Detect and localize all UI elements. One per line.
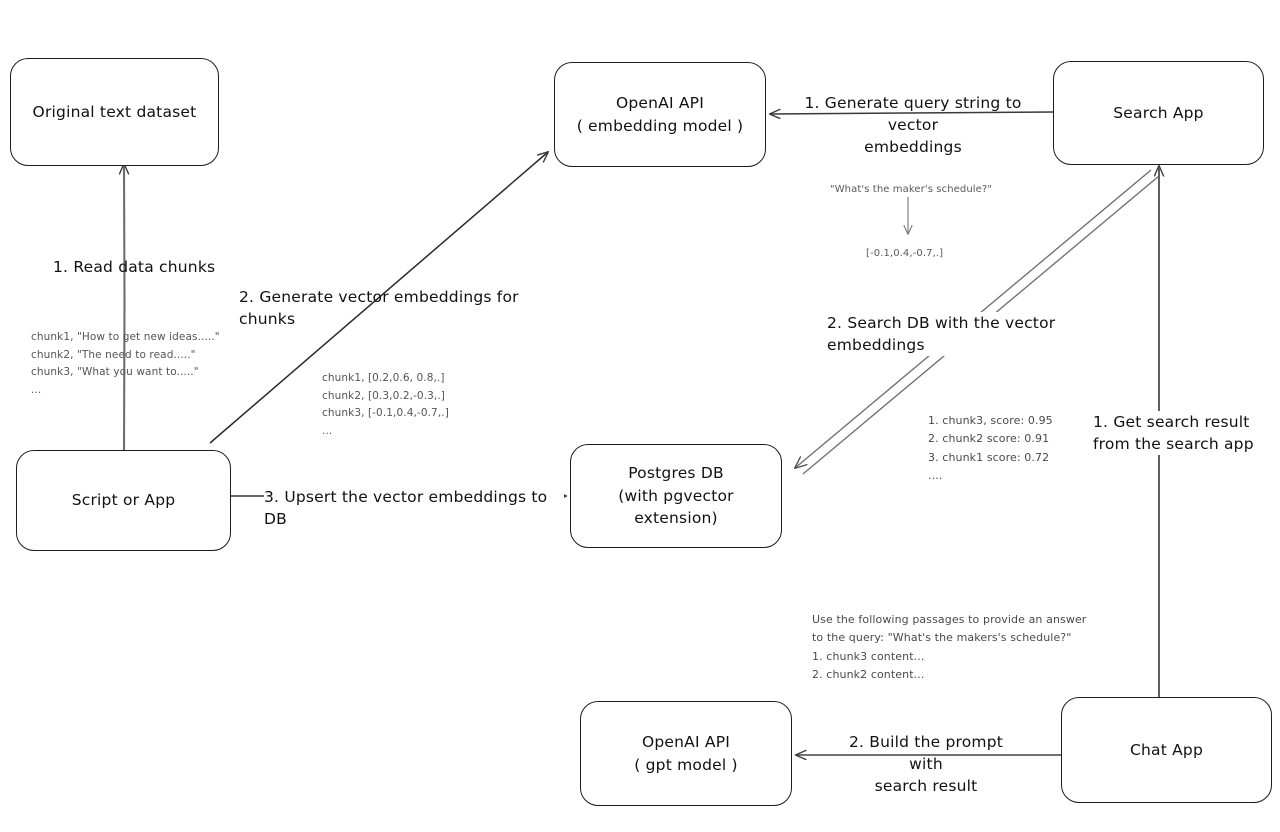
edge-label-search-db: 2. Search DB with the vector embeddings [827,312,1127,356]
node-postgres-db[interactable]: Postgres DB (with pgvector extension) [570,444,782,548]
edge-label-upsert-to-db: 3. Upsert the vector embeddings to DB [264,486,564,530]
node-script-or-app-label: Script or App [71,491,176,510]
node-chat-app[interactable]: Chat App [1061,697,1272,803]
node-openai-embedding-api-label: OpenAI API ( embedding model ) [576,94,744,135]
node-postgres-db-label: Postgres DB (with pgvector extension) [618,464,734,528]
node-search-app-label: Search App [1113,103,1204,122]
note-query-vector: [-0.1,0.4,-0.7,.] [866,248,944,259]
node-openai-embedding-api[interactable]: OpenAI API ( embedding model ) [554,62,766,167]
edge-label-get-search-result: 1. Get search result from the search app [1093,411,1280,455]
node-openai-gpt-api[interactable]: OpenAI API ( gpt model ) [580,701,792,806]
node-original-text-dataset-label: Original text dataset [32,102,197,121]
node-original-text-dataset[interactable]: Original text dataset [10,58,219,166]
edge-label-read-data-chunks: 1. Read data chunks [53,258,216,276]
node-search-app[interactable]: Search App [1053,61,1264,165]
note-prompt-text: Use the following passages to provide an… [812,613,1087,682]
note-query-string: "What's the maker's schedule?" [830,184,993,195]
edge-label-generate-vector-embeddings: 2. Generate vector embeddings for chunks [239,288,519,328]
note-search-results: 1. chunk3, score: 0.95 2. chunk2 score: … [928,414,1053,483]
node-script-or-app[interactable]: Script or App [16,450,231,551]
note-chunk-embeddings: chunk1, [0.2,0.6, 0.8,.] chunk2, [0.3,0.… [322,372,449,437]
connector-script-to-dataset [124,164,125,456]
node-openai-gpt-api-label: OpenAI API ( gpt model ) [634,733,738,774]
node-chat-app-label: Chat App [1129,740,1204,759]
edge-label-generate-query-string: 1. Generate query string to vector embed… [804,94,1022,156]
note-raw-chunks: chunk1, "How to get new ideas....." chun… [31,331,220,396]
edge-label-build-prompt: 2. Build the prompt with search result [848,733,1004,795]
